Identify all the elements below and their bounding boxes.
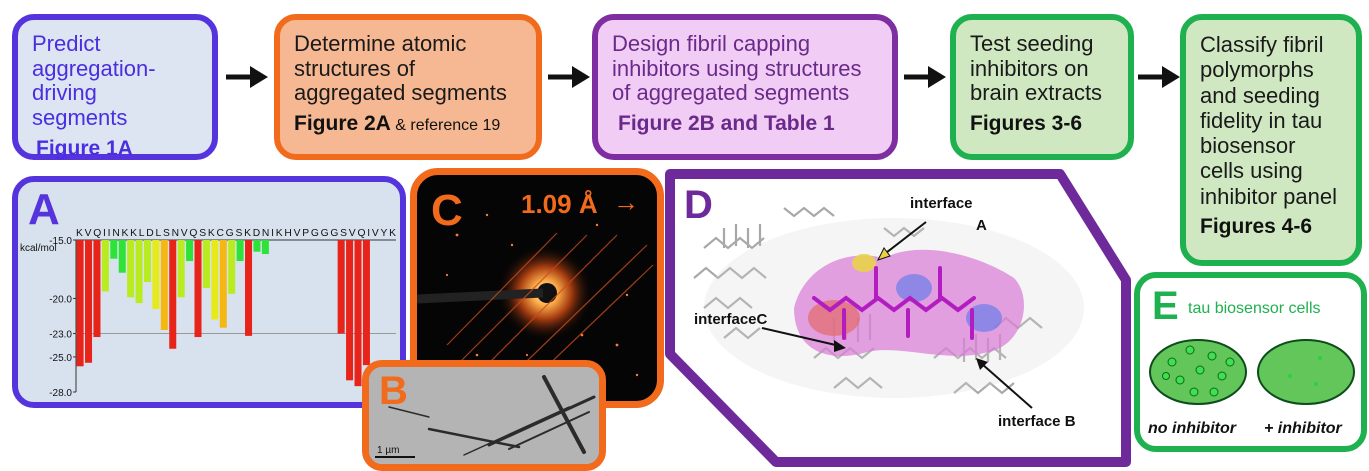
aggregation-chart: KVQIINKKLDLSNVQSKCGSKDNIKHVPGGGSVQIVYK k… — [20, 228, 396, 399]
arrow-3-icon — [904, 66, 946, 88]
resolution-arrow-icon: → — [613, 187, 639, 217]
chart-ytick-label: -23.0 — [49, 330, 72, 341]
chart-bar — [118, 240, 126, 273]
step-5-figure-ref: Figures 4-6 — [1200, 215, 1313, 239]
chart-bar — [354, 240, 362, 387]
interface-b-label: interface B — [998, 413, 1076, 430]
step-1-figure-ref: Figure 1A — [36, 136, 133, 160]
chart-bar — [236, 240, 244, 262]
chart-bar — [211, 240, 219, 320]
panel-c-label: C — [431, 186, 463, 235]
panel-d: D interface A interfaceC interface B — [665, 169, 1131, 467]
step-2-figure-extra: & reference 19 — [390, 116, 501, 134]
panel-b-label: B — [379, 369, 408, 413]
step-5-box: Classify fibril polymorphs and seeding f… — [1180, 14, 1362, 266]
panel-a: A KVQIINKKLDLSNVQSKCGSKDNIKHVPGGGSVQIVYK… — [12, 176, 406, 408]
chart-bar — [253, 240, 261, 252]
arrow-4-icon — [1138, 66, 1180, 88]
chart-bar — [261, 240, 269, 255]
step-2-figure: Figure 2A & reference 19 — [294, 112, 522, 136]
chart-bar — [160, 240, 168, 331]
panel-c-resolution: 1.09 Å — [521, 189, 598, 219]
chart-bar — [346, 240, 354, 381]
chart-bar — [110, 240, 118, 259]
no-inhibitor-label: no inhibitor — [1148, 420, 1236, 437]
chart-ytick-label: -20.0 — [49, 294, 72, 305]
step-2-text: Determine atomic structures of aggregate… — [294, 31, 507, 106]
interface-a-label-2: A — [976, 217, 987, 234]
chart-bar — [169, 240, 177, 349]
step-4-figure-ref: Figures 3-6 — [970, 111, 1083, 135]
step-1-text: Predict aggregation-driving segments — [32, 31, 156, 130]
step-1-figure: Figure 1A — [36, 137, 198, 161]
chart-ytick-label: -28.0 — [49, 388, 72, 399]
panel-d-label: D — [684, 183, 713, 227]
plus-inhibitor-label: + inhibitor — [1264, 420, 1342, 437]
chart-ytick-label: -25.0 — [49, 353, 72, 364]
panel-e-title: tau biosensor cells — [1188, 300, 1321, 317]
chart-bar — [143, 240, 151, 283]
step-5-text: Classify fibril polymorphs and seeding f… — [1200, 32, 1337, 209]
chart-bar — [135, 240, 143, 304]
chart-bar — [337, 240, 345, 334]
interface-c-label: interfaceC — [694, 311, 768, 328]
chart-bar — [202, 240, 210, 288]
chart-bar — [127, 240, 135, 298]
panel-a-label: A — [28, 185, 60, 234]
chart-sequence: KVQIINKKLDLSNVQSKCGSKDNIKHVPGGGSVQIVYK — [76, 228, 396, 239]
chart-ytick-label: -15.0 — [49, 236, 72, 247]
em-micrograph: 1 µm — [369, 367, 599, 464]
chart-bar — [76, 240, 84, 367]
panel-e: E tau biosensor cells no inhibitor + inh… — [1134, 272, 1367, 452]
step-2-figure-ref: Figure 2A — [294, 111, 391, 135]
arrow-2-icon — [548, 66, 590, 88]
chart-bar — [194, 240, 202, 338]
step-4-box: Test seeding inhibitors on brain extract… — [950, 14, 1134, 160]
biosensor-cells — [1149, 339, 1355, 405]
step-3-text: Design fibril capping inhibitors using s… — [612, 31, 862, 106]
chart-unit: kcal/mol — [20, 243, 57, 254]
step-4-figure: Figures 3-6 — [970, 112, 1114, 136]
step-4-text: Test seeding inhibitors on brain extract… — [970, 31, 1103, 106]
chart-bar — [186, 240, 194, 262]
chart-bar — [245, 240, 253, 336]
panel-b-scale: 1 µm — [377, 445, 399, 456]
step-3-figure-ref: Figure 2B and Table 1 — [618, 111, 835, 135]
chart-bar — [219, 240, 227, 328]
cell-plus-inhibitor — [1257, 339, 1355, 405]
step-3-box: Design fibril capping inhibitors using s… — [592, 14, 898, 160]
step-3-figure: Figure 2B and Table 1 — [618, 112, 878, 136]
step-5-figure: Figures 4-6 — [1200, 215, 1342, 239]
chart-bar — [152, 240, 160, 309]
panel-b: 1 µm B — [362, 360, 606, 471]
chart-bar — [177, 240, 185, 298]
panel-e-label: E — [1152, 284, 1179, 328]
step-2-box: Determine atomic structures of aggregate… — [274, 14, 542, 160]
step-1-box: Predict aggregation-driving segments Fig… — [12, 14, 218, 160]
chart-bar — [362, 240, 370, 366]
arrow-1-icon — [226, 66, 268, 88]
chart-bar — [85, 240, 93, 363]
interface-a-label-1: interface — [910, 195, 973, 212]
chart-bar — [101, 240, 109, 292]
chart-bar — [228, 240, 236, 294]
chart-bar — [93, 240, 101, 338]
